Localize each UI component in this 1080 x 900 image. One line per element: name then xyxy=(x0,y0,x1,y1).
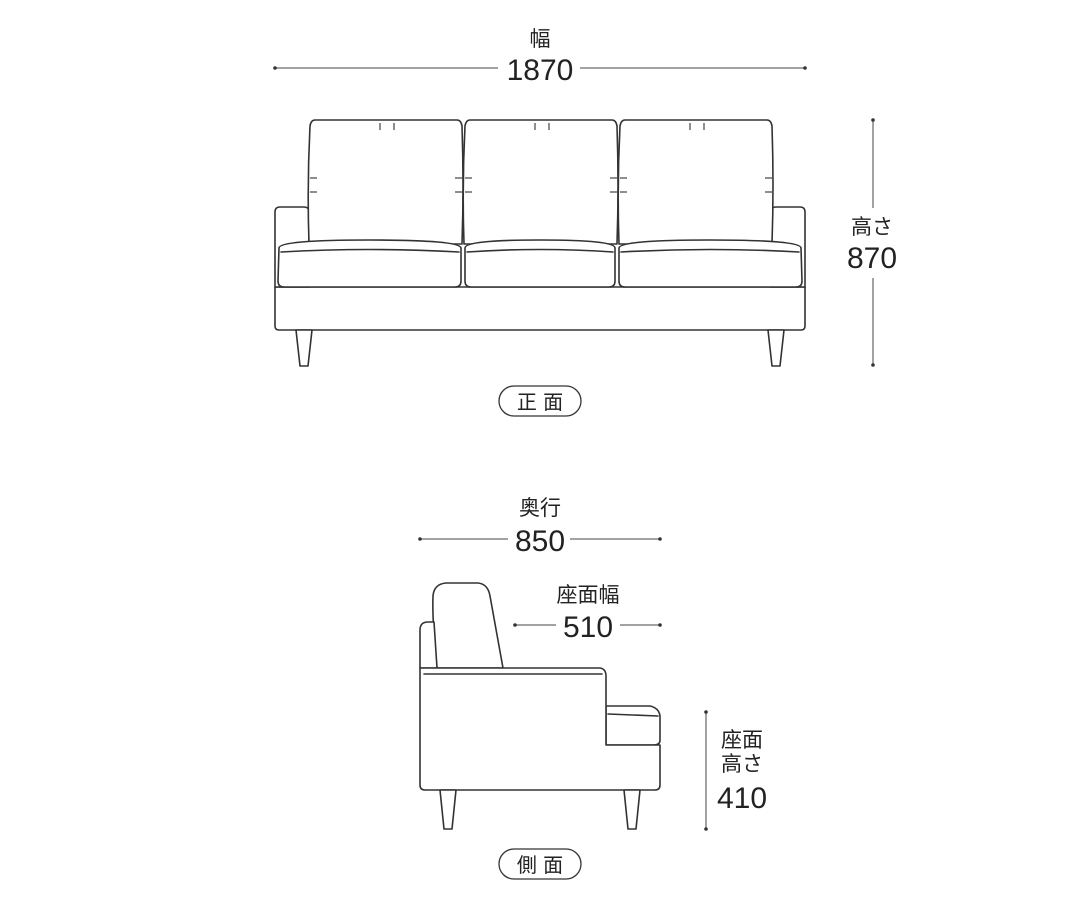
sofa-base xyxy=(274,286,806,331)
height-label: 高さ xyxy=(851,215,893,239)
seat-cushion-right xyxy=(618,239,803,288)
side-view: 奥行 850 座面幅 510 座面 高さ 410 xyxy=(418,496,767,880)
side-seat-cushion-edge xyxy=(607,713,659,717)
seat-edge-right xyxy=(620,248,800,253)
side-caption-pill xyxy=(498,848,582,880)
depth-dimension-end-right xyxy=(658,537,662,541)
seat-width-label: 座面幅 xyxy=(557,583,620,607)
back-cushion-right xyxy=(617,119,774,245)
seat-width-dimension-end-right xyxy=(658,623,662,627)
width-dimension-end-right xyxy=(803,66,807,70)
side-leg-front xyxy=(623,789,641,830)
seat-edge-left xyxy=(280,248,460,253)
side-seat-height-dimension: 座面 高さ 410 xyxy=(704,710,767,831)
side-depth-dimension: 奥行 850 xyxy=(418,496,662,558)
depth-dimension-end-left xyxy=(418,537,422,541)
width-value: 1870 xyxy=(507,54,574,87)
seat-cushion-center xyxy=(464,239,616,288)
side-seat-width-dimension: 座面幅 510 xyxy=(513,583,662,644)
width-dimension-end-left xyxy=(273,66,277,70)
front-caption-text: 正 面 xyxy=(517,390,563,414)
side-back-cushion xyxy=(432,582,504,669)
height-value: 870 xyxy=(847,242,897,275)
side-leg-rear xyxy=(439,789,457,830)
front-width-dimension: 幅 1870 xyxy=(273,27,807,87)
seat-height-label-line2: 高さ xyxy=(721,752,763,776)
sofa-leg-right xyxy=(767,329,785,367)
seat-width-dimension-end-left xyxy=(513,623,517,627)
side-back-frame xyxy=(419,621,438,669)
side-view-caption: 側 面 xyxy=(498,848,582,880)
sofa-leg-left xyxy=(295,329,313,367)
seat-cushion-left xyxy=(277,239,462,288)
front-height-dimension: 高さ 870 xyxy=(847,118,897,367)
seat-height-dimension-end-top xyxy=(704,710,708,714)
seat-edge-center xyxy=(466,248,614,253)
side-body xyxy=(419,667,661,791)
seat-height-label-line1: 座面 xyxy=(721,728,763,752)
cushion-tick-marks xyxy=(310,123,772,193)
back-cushion-center xyxy=(462,119,619,245)
front-view: 幅 1870 高さ 870 xyxy=(273,27,897,417)
height-dimension-end-top xyxy=(871,118,875,122)
sofa-side-drawing xyxy=(419,582,661,830)
sofa-front-drawing xyxy=(274,119,806,367)
back-cushion-left xyxy=(307,119,464,245)
front-view-caption: 正 面 xyxy=(498,385,582,417)
depth-value: 850 xyxy=(515,525,565,558)
seat-width-value: 510 xyxy=(563,611,613,644)
seat-height-dimension-end-bottom xyxy=(704,827,708,831)
depth-label: 奥行 xyxy=(519,496,561,520)
seat-height-value: 410 xyxy=(717,782,767,815)
front-caption-pill xyxy=(498,385,582,417)
width-label: 幅 xyxy=(530,27,551,51)
height-dimension-end-bottom xyxy=(871,363,875,367)
side-caption-text: 側 面 xyxy=(517,853,563,877)
side-seat-cushion xyxy=(605,705,661,746)
